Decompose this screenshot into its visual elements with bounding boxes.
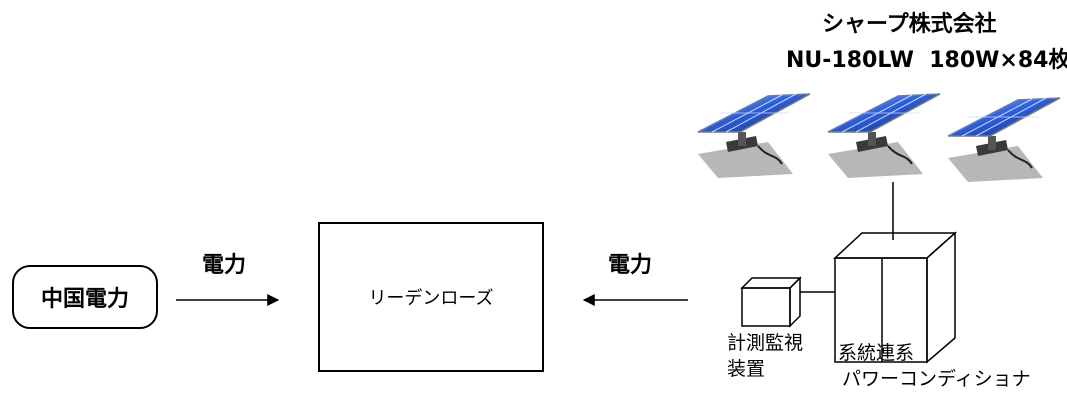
panel-model-spec: NU-180LW 180W×84枚 (786, 48, 1067, 73)
utility-label: 中国電力 (40, 287, 129, 312)
solar-panel-icon (827, 93, 941, 179)
inverter-label-line2: パワーコンディショナ (842, 368, 1031, 390)
solar-panel-icon (697, 93, 811, 179)
monitor-label-line2: 装置 (727, 358, 766, 380)
facility-label: リーデンローズ (368, 288, 494, 309)
cube-icon (740, 276, 802, 328)
monitor-label: 計測監視 装置 (727, 330, 803, 382)
manufacturer-name: シャープ株式会社 (822, 12, 997, 37)
inverter-label-line1: 系統連系 (838, 342, 915, 364)
solar-panel-icon (947, 97, 1061, 183)
right-power-label: 電力 (608, 253, 653, 278)
utility-node: 中国電力 (12, 265, 158, 329)
inverter-label: 系統連系 パワーコンディショナ (838, 340, 1031, 392)
monitor-label-line1: 計測監視 (727, 332, 804, 354)
left-power-label: 電力 (202, 253, 247, 278)
cube-icon (833, 231, 957, 364)
facility-node: リーデンローズ (318, 222, 544, 372)
